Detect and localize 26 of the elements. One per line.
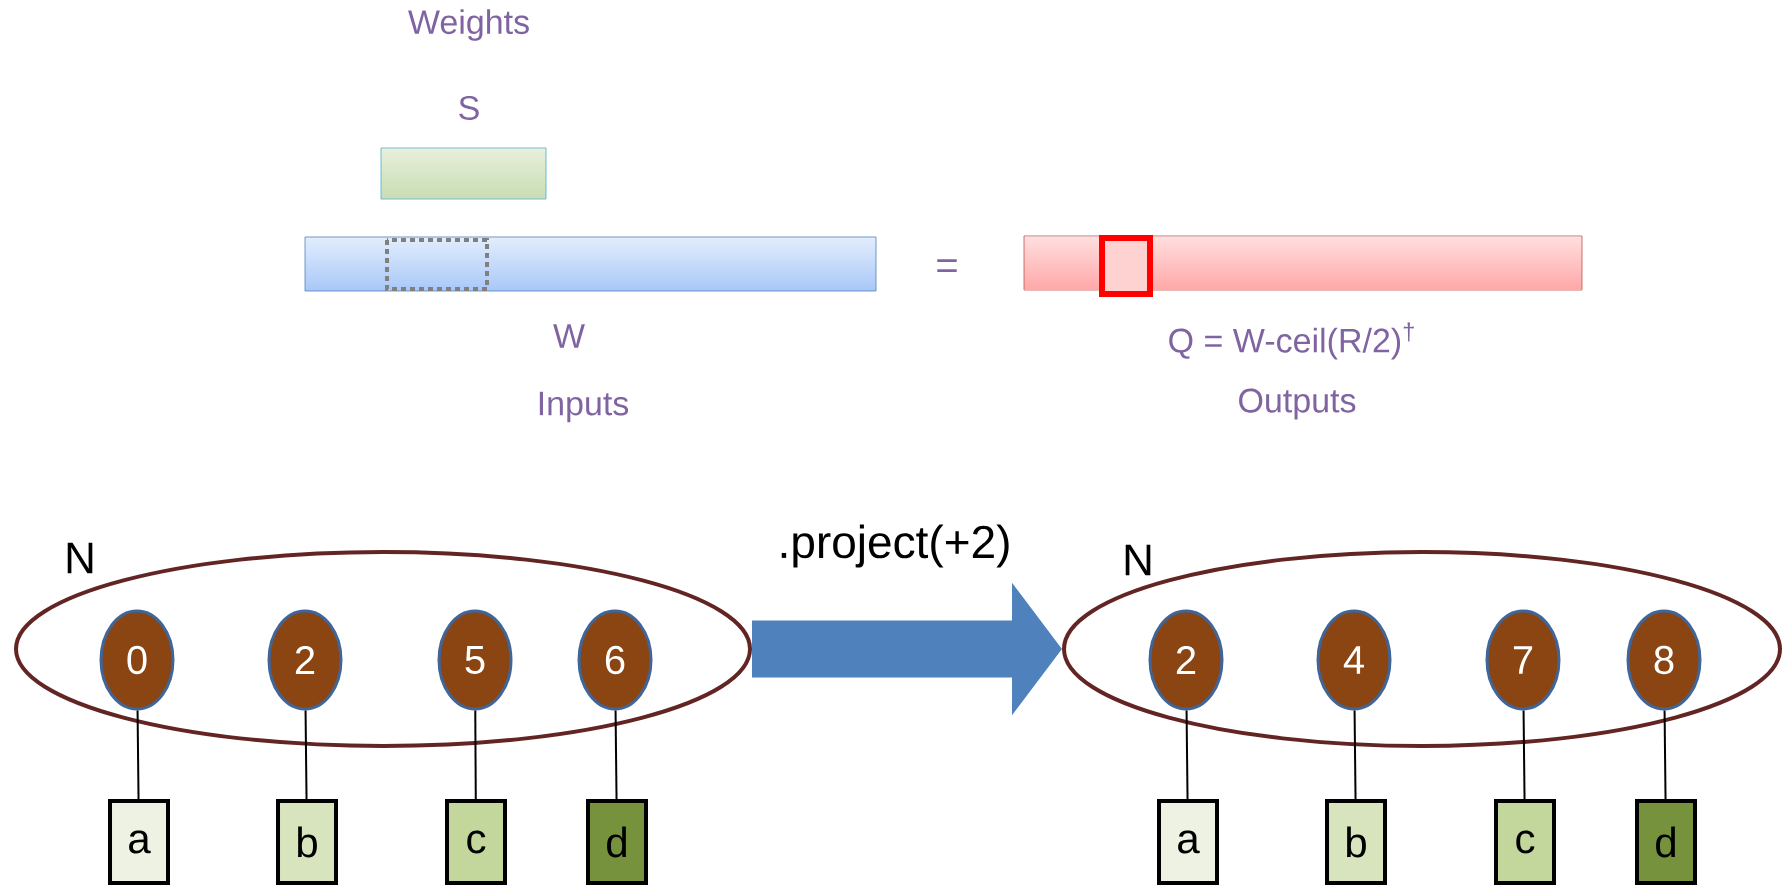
connector-line (1522, 709, 1526, 800)
letter-box: c (445, 799, 507, 885)
letter-box: c (1494, 799, 1556, 885)
connector-line (304, 709, 308, 800)
connector-line (1663, 709, 1667, 800)
bar-label: S (459, 95, 479, 121)
edge-label: .project(+2) (775, 522, 1014, 570)
connector-line (614, 709, 618, 800)
bar-label: Outputs (1239, 388, 1356, 420)
bar-label: Inputs (539, 391, 629, 423)
bar-label: Weights (408, 9, 529, 41)
letter-box: b (1325, 799, 1387, 885)
equals-sign: = (937, 259, 957, 273)
letter-box: d (1635, 799, 1697, 885)
connector-line (1353, 709, 1357, 800)
connector-line (474, 709, 477, 800)
letter-box: a (108, 799, 170, 885)
set-label: N (67, 542, 93, 574)
bar-label: Q = W-ceil(R/2)$^{†}$ (1169, 322, 1414, 360)
letter-box: b (276, 799, 338, 885)
connector-line (1185, 709, 1189, 800)
bar-label: W (553, 324, 585, 348)
connector-line (136, 709, 140, 800)
letter-box: a (1157, 799, 1219, 885)
letter-box: d (586, 799, 648, 885)
set-label: N (1125, 544, 1151, 576)
